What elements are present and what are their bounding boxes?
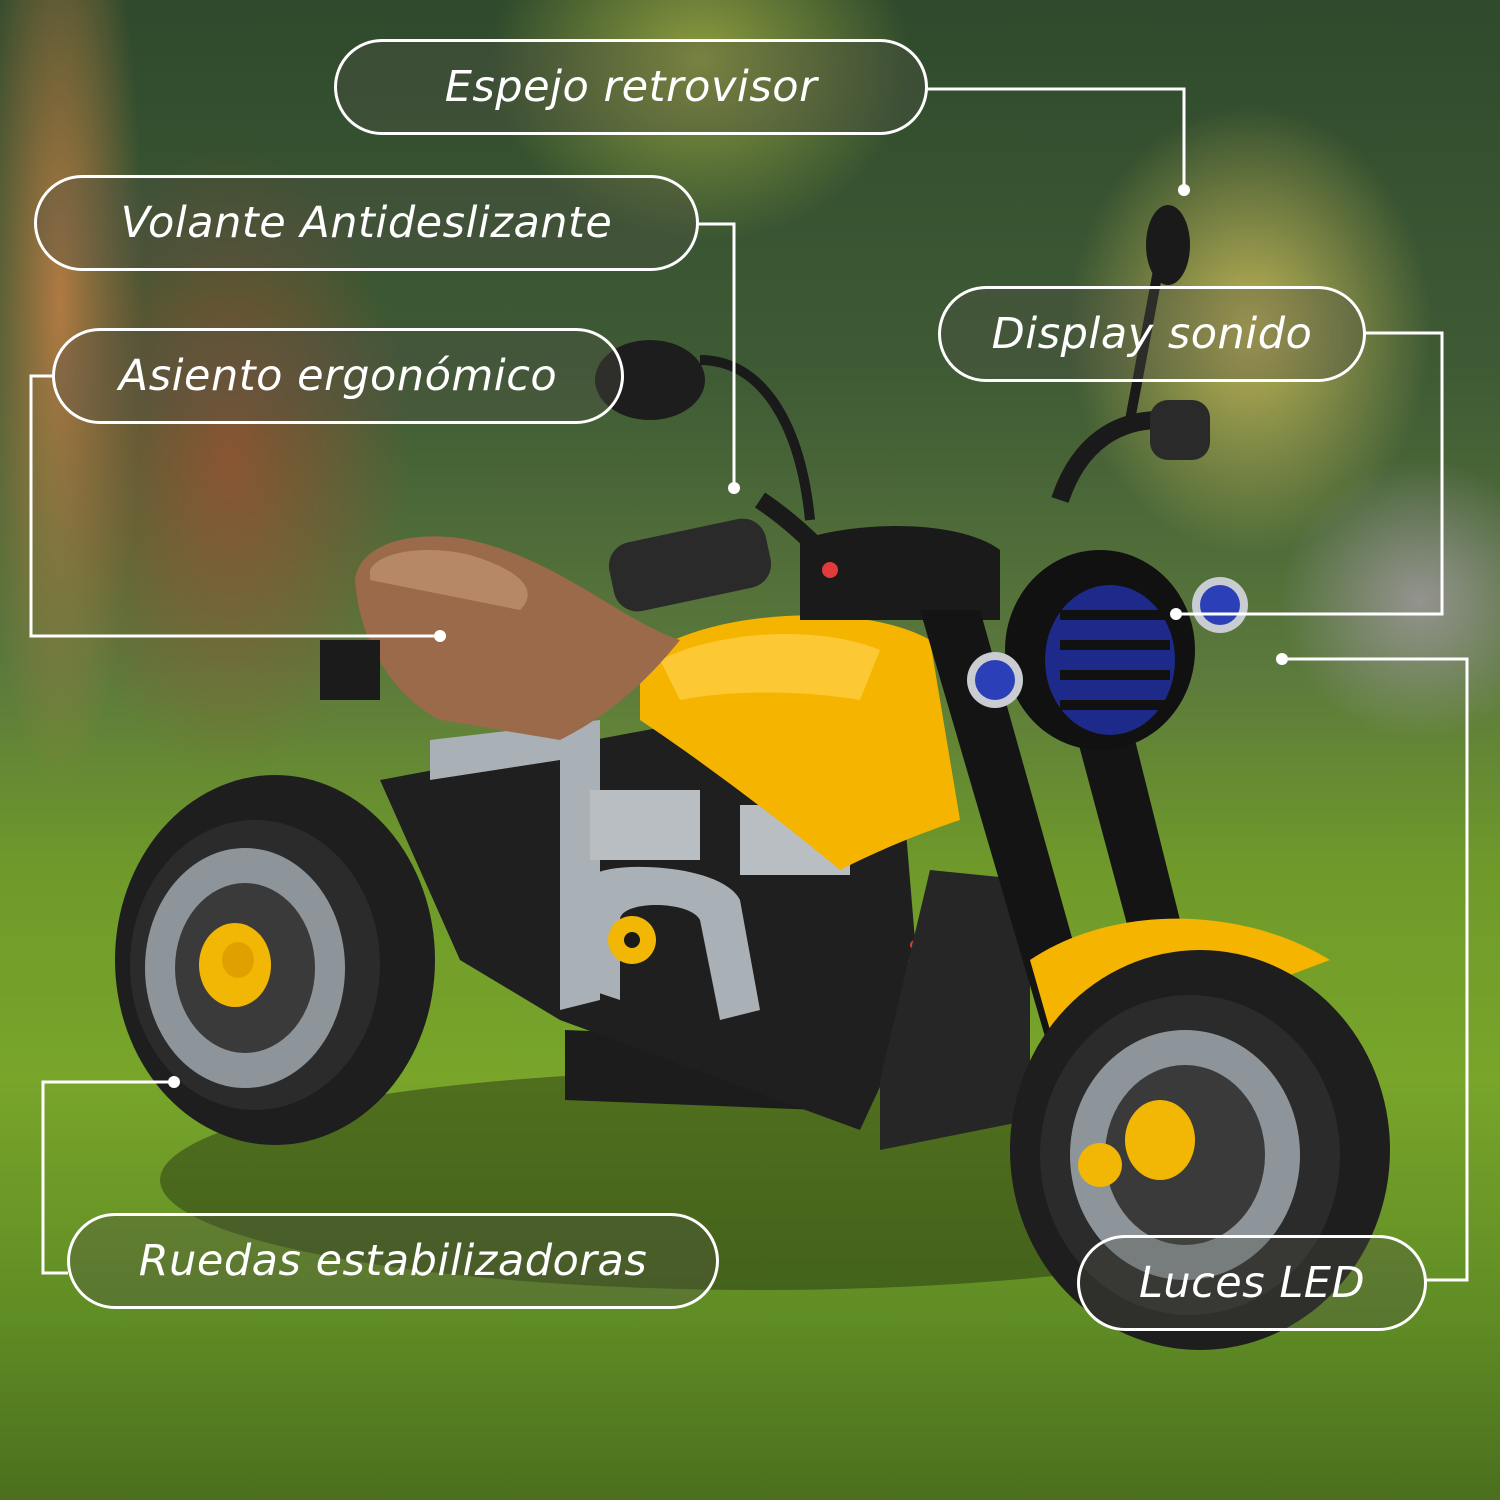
callout-espejo-retrovisor: Espejo retrovisor: [334, 39, 928, 135]
callout-label: Display sonido: [991, 309, 1313, 359]
callout-label: Ruedas estabilizadoras: [138, 1236, 648, 1286]
rear-wheel: [115, 775, 435, 1145]
callout-display-sonido: Display sonido: [938, 286, 1366, 382]
callout-luces-led: Luces LED: [1077, 1235, 1427, 1331]
callout-label: Volante Antideslizante: [120, 198, 613, 248]
callout-label: Luces LED: [1138, 1258, 1366, 1308]
callout-label: Asiento ergonómico: [118, 351, 558, 401]
callout-ruedas-estabilizadoras: Ruedas estabilizadoras: [67, 1213, 719, 1309]
callout-volante-antideslizante: Volante Antideslizante: [34, 175, 699, 271]
callout-asiento-ergonomico: Asiento ergonómico: [52, 328, 624, 424]
headlight: [967, 550, 1248, 750]
callout-label: Espejo retrovisor: [444, 62, 818, 112]
